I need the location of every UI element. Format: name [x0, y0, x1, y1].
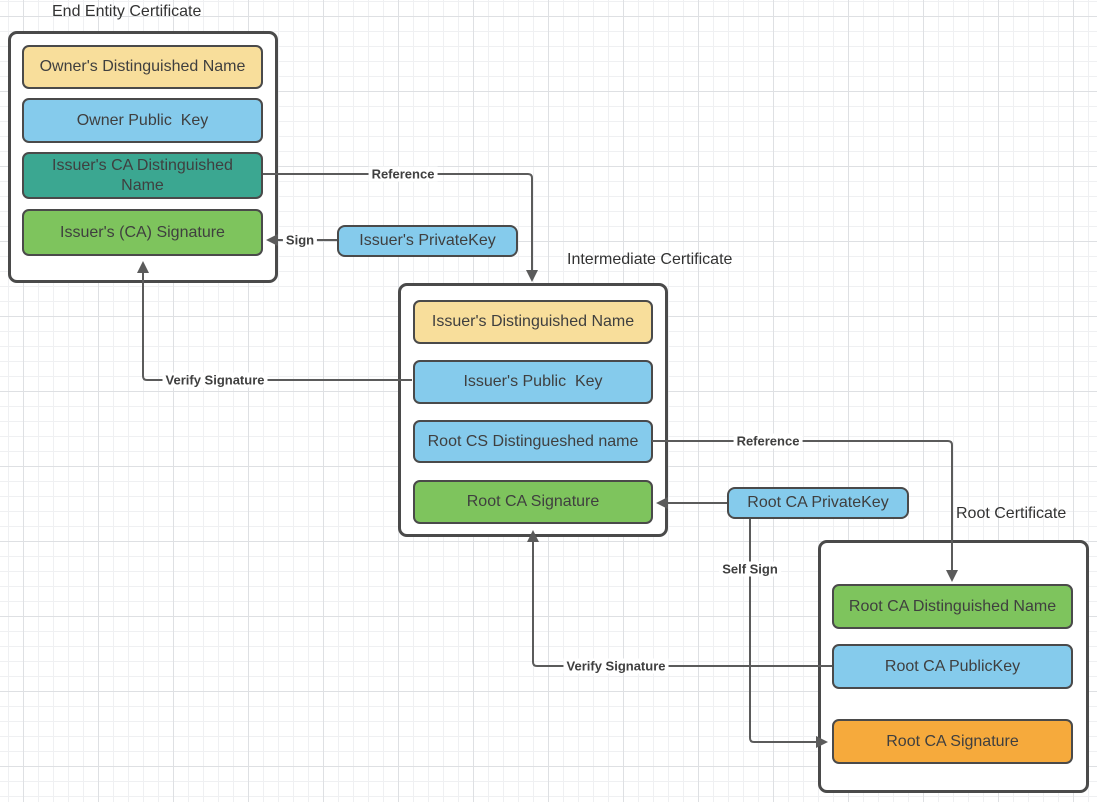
field-root-cs-distingueshed-name: Root CS Distingueshed name — [413, 420, 653, 463]
connector-label-verify-signature-1: Verify Signature — [162, 372, 268, 388]
field-issuers-public-key: Issuer's Public Key — [413, 360, 653, 404]
end-entity-certificate-title: End Entity Certificate — [52, 3, 202, 20]
root-certificate-title: Root Certificate — [956, 505, 1067, 522]
field-owners-distinguished-name: Owner's Distinguished Name — [22, 45, 263, 89]
key-root-ca-private-key: Root CA PrivateKey — [727, 487, 909, 519]
field-issuers-distinguished-name: Issuer's Distinguished Name — [413, 300, 653, 344]
connector-label-reference-1: Reference — [368, 166, 438, 182]
intermediate-certificate-title: Intermediate Certificate — [567, 251, 733, 268]
field-owner-public-key: Owner Public Key — [22, 98, 263, 143]
field-root-ca-signature-intermediate: Root CA Signature — [413, 480, 653, 524]
field-root-ca-distinguished-name: Root CA Distinguished Name — [832, 584, 1073, 629]
field-issuers-ca-signature: Issuer's (CA) Signature — [22, 209, 263, 256]
key-issuers-private-key: Issuer's PrivateKey — [337, 225, 518, 257]
connector-label-self-sign: Self Sign — [719, 561, 781, 577]
field-root-ca-publickey: Root CA PublicKey — [832, 644, 1073, 689]
connector-label-sign: Sign — [282, 232, 318, 248]
connector-verify-signature-intermediate — [527, 530, 832, 667]
connector-label-reference-2: Reference — [733, 433, 803, 449]
field-issuers-ca-distinguished-name: Issuer's CA Distinguished Name — [22, 152, 263, 199]
connector-label-verify-signature-2: Verify Signature — [563, 658, 669, 674]
connector-self-sign — [749, 519, 828, 748]
field-root-ca-signature-root: Root CA Signature — [832, 719, 1073, 764]
